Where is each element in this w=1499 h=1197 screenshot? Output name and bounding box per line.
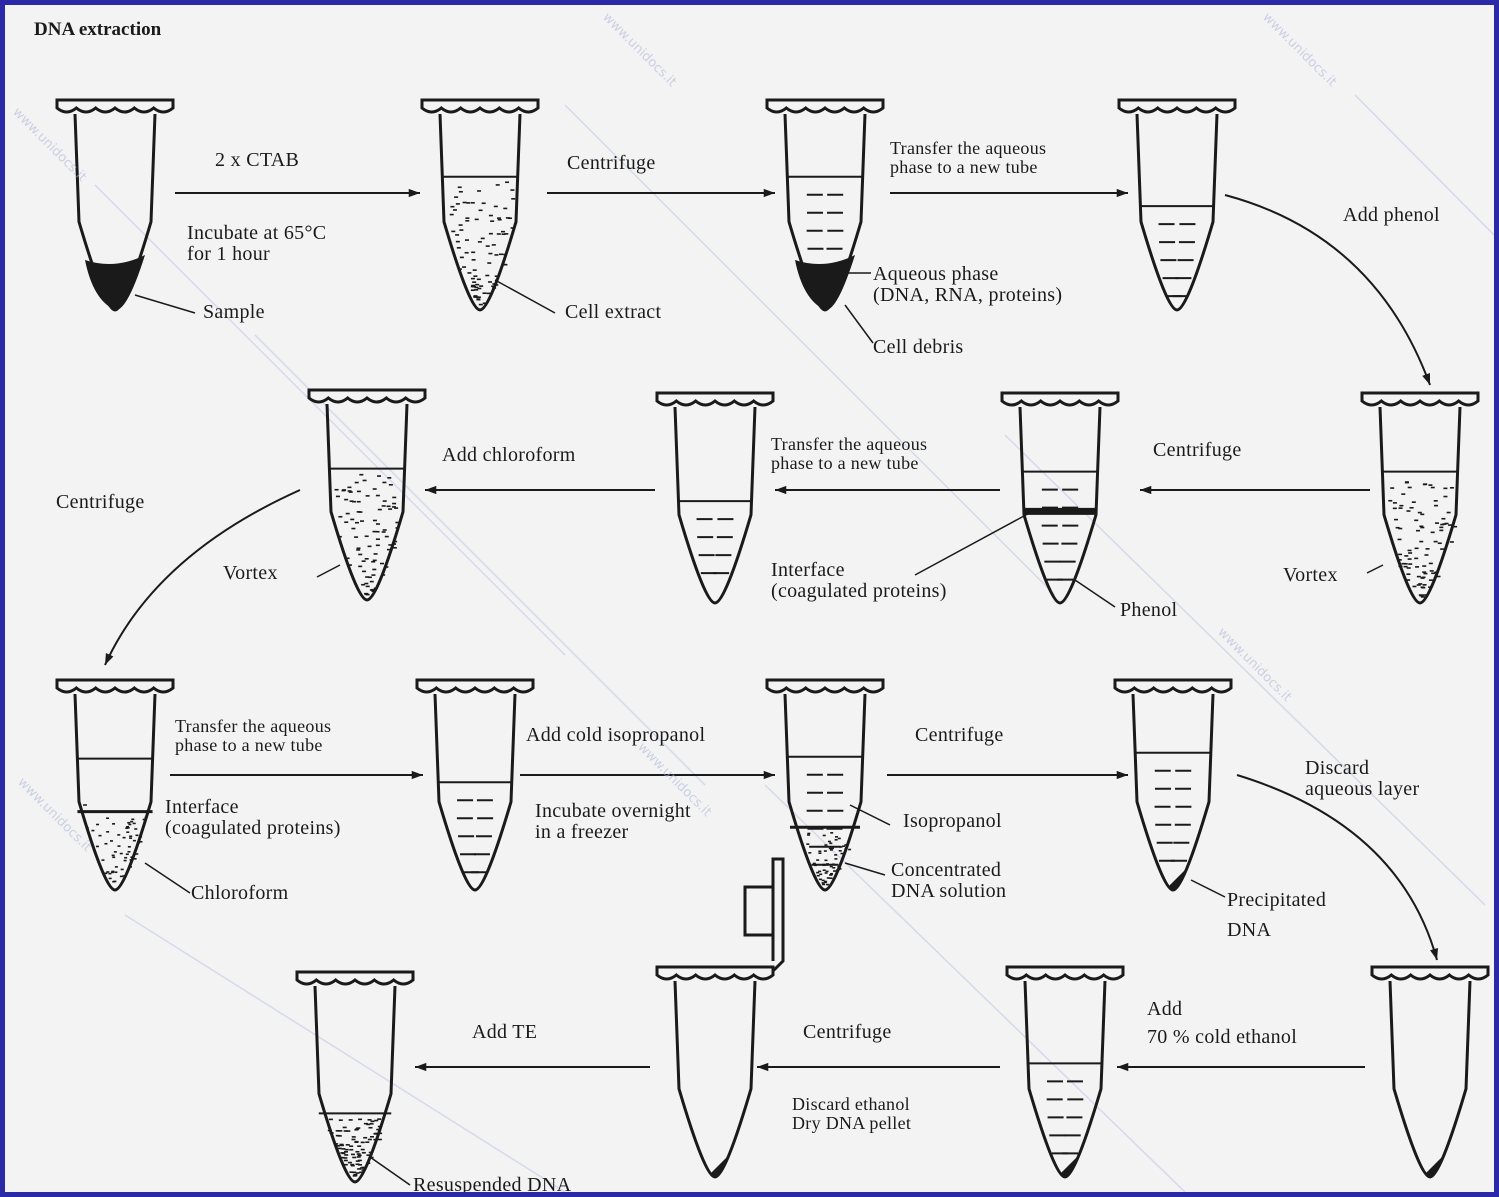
tube-icon xyxy=(657,859,783,1177)
diagram-panel: DNA extraction 2 x CTAB Incubate at 65°C… xyxy=(5,5,1494,1192)
arrow-head xyxy=(764,189,775,197)
leader-line xyxy=(495,280,555,313)
arrow-head xyxy=(412,771,423,779)
step-centrifuge-4-label: Centrifuge xyxy=(915,725,1004,746)
phenol-label: Phenol xyxy=(1120,600,1177,621)
arrow-head xyxy=(1430,948,1438,960)
step-centrifuge-3-label: Centrifuge xyxy=(56,492,145,513)
aqueous-phase-label: Aqueous phase (DNA, RNA, proteins) xyxy=(873,264,1062,306)
step-dry-pellet-label: Discard ethanol Dry DNA pellet xyxy=(792,1095,911,1133)
vortex-right-label: Vortex xyxy=(1283,565,1338,586)
vortex-left-label: Vortex xyxy=(223,563,278,584)
tube-icon xyxy=(1115,680,1231,890)
step-add-ethanol-label: Add 70 % cold ethanol xyxy=(1147,995,1297,1051)
step-isopropanol-label: Add cold isopropanol xyxy=(526,725,705,746)
step-incubate-label: Incubate at 65°C for 1 hour xyxy=(187,223,326,265)
arrow-head xyxy=(415,1063,426,1071)
arrow-head xyxy=(1140,486,1151,494)
arrow-head xyxy=(775,486,786,494)
step-add-phenol-label: Add phenol xyxy=(1343,205,1440,226)
tube-icon xyxy=(1362,393,1478,603)
leader-line xyxy=(145,863,190,893)
arrow-head xyxy=(1117,189,1128,197)
sample-label: Sample xyxy=(203,302,265,323)
chloroform-label: Chloroform xyxy=(191,883,288,904)
arrow-head xyxy=(1117,771,1128,779)
tube-icon xyxy=(422,100,538,310)
tube-icon xyxy=(767,100,883,310)
watermark-stroke xyxy=(1005,435,1485,905)
leader-line xyxy=(317,565,340,577)
tube-icon xyxy=(417,680,533,890)
step-discard-aqueous-label: Discard aqueous layer xyxy=(1305,758,1419,800)
leader-line xyxy=(845,305,873,343)
leader-line xyxy=(1367,565,1383,573)
isopropanol-label: Isopropanol xyxy=(903,811,1002,832)
step-incubate-freezer-label: Incubate overnight in a freezer xyxy=(535,801,691,843)
step-ctab-label: 2 x CTAB xyxy=(215,150,299,171)
step-add-chloroform-label: Add chloroform xyxy=(442,445,576,466)
leader-line xyxy=(1075,580,1115,607)
leader-line xyxy=(135,295,195,313)
leader-line xyxy=(370,1157,410,1185)
resuspended-dna-label: Resuspended DNA xyxy=(413,1175,571,1192)
tube-icon xyxy=(1119,100,1235,310)
cell-debris-label: Cell debris xyxy=(873,337,964,358)
watermark-stroke xyxy=(565,105,1055,595)
arrow-head xyxy=(1117,1063,1128,1071)
tube-icon xyxy=(297,972,413,1182)
tube-icon xyxy=(309,390,425,600)
tube-icon xyxy=(1007,967,1123,1177)
step-transfer-1-label: Transfer the aqueous phase to a new tube xyxy=(890,139,1046,177)
arrow-head xyxy=(425,486,436,494)
step-add-te-label: Add TE xyxy=(472,1022,537,1043)
arrow-head xyxy=(1422,373,1430,385)
precipitated-dna-label: Precipitated DNA xyxy=(1227,885,1326,945)
tube-icon xyxy=(1002,393,1118,603)
step-centrifuge-1-label: Centrifuge xyxy=(567,153,656,174)
cell-extract-label: Cell extract xyxy=(565,302,661,323)
tube-icon xyxy=(57,680,173,890)
step-centrifuge-2-label: Centrifuge xyxy=(1153,440,1242,461)
diagram-title: DNA extraction xyxy=(34,19,161,40)
step-centrifuge-5-label: Centrifuge xyxy=(803,1022,892,1043)
leader-line xyxy=(1191,880,1225,897)
arrow-head xyxy=(409,189,420,197)
arrow-head xyxy=(105,653,113,665)
interface-1-label: Interface (coagulated proteins) xyxy=(771,560,947,602)
arrow-head xyxy=(764,771,775,779)
step-transfer-3-label: Transfer the aqueous phase to a new tube xyxy=(175,717,331,755)
tube-icon xyxy=(657,393,773,603)
interface-2-label: Interface (coagulated proteins) xyxy=(165,797,341,839)
step-transfer-2-label: Transfer the aqueous phase to a new tube xyxy=(771,435,927,473)
tube-icon xyxy=(1372,967,1488,1177)
concentrated-dna-label: Concentrated DNA solution xyxy=(891,860,1006,902)
arrow-head xyxy=(757,1063,768,1071)
